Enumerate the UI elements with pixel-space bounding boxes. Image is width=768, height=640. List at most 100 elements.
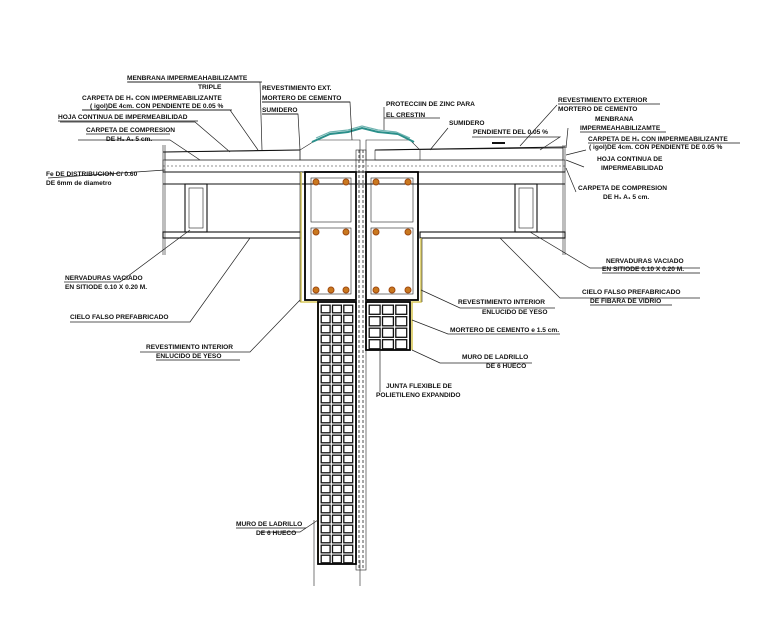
- center-joint: [355, 149, 367, 571]
- brick-hollow: [343, 454, 354, 464]
- brick-hollow: [331, 364, 343, 374]
- label-mortero-15: MORTERO DE CEMENTO e 1.5 cm.: [450, 327, 559, 334]
- brick-hollow: [320, 434, 331, 444]
- beam-right: [365, 171, 419, 301]
- brick-hollow: [320, 424, 331, 434]
- brick-hollow: [381, 339, 395, 350]
- label-muro-right-2: DE 6 HUECO: [486, 363, 526, 370]
- brick-hollow: [331, 484, 343, 494]
- false-ceiling: [162, 231, 566, 239]
- brick-hollow: [331, 414, 343, 424]
- label-hoja-right-2: IMPERMEABILIDAD: [601, 165, 664, 172]
- brick-hollow: [320, 484, 331, 494]
- brick-hollow: [343, 554, 354, 564]
- brick-hollow: [320, 494, 331, 504]
- label-nervaduras-right-2: EN SITIODE 0.10 X 0.20 M.: [602, 266, 684, 273]
- label-junta-2: POLIETILENO EXPANDIDO: [376, 392, 461, 399]
- label-compresion-right-1: CARPETA DE COMPRESION: [578, 185, 667, 192]
- brick-hollow: [331, 454, 343, 464]
- brick-hollow: [395, 304, 408, 315]
- label-membrana-triple-2: TRIPLE: [198, 84, 222, 91]
- brick-hollow: [320, 414, 331, 424]
- label-carpeta-h-right-1: CARPETA DE H₁ CON IMPERMEABILIZANTE: [588, 136, 728, 143]
- label-carpeta-h-left-1: CARPETA DE H₁ CON IMPERMEABILIZANTE: [82, 95, 222, 102]
- brick-hollow: [331, 374, 343, 384]
- label-rev-ext-1: REVESTIMIENTO EXT.: [262, 85, 332, 92]
- brick-hollow: [343, 354, 354, 364]
- brick-hollow: [381, 316, 395, 327]
- annotation-labels: MENBRANA IMPERMEAHABILIZAMTE TRIPLE CARP…: [46, 75, 728, 537]
- brick-hollow: [331, 424, 343, 434]
- label-compresion-right-2: DE H₁ A₁ 5 cm.: [603, 194, 649, 201]
- brick-hollow: [343, 444, 354, 454]
- brick-hollow: [320, 364, 331, 374]
- brick-hollow: [343, 534, 354, 544]
- brick-hollow: [320, 394, 331, 404]
- brick-hollow: [343, 324, 354, 334]
- label-rev-ext-2: MORTERO DE CEMENTO: [262, 95, 341, 102]
- brick-hollow: [343, 334, 354, 344]
- brick-hollow: [343, 424, 354, 434]
- label-zinc-1: PROTECCIIN DE ZINC PARA: [386, 101, 475, 108]
- brick-wall-left: [317, 301, 357, 565]
- brick-hollow: [331, 554, 343, 564]
- joist-left: [184, 183, 208, 233]
- label-hoja-left: HOJA CONTINUA DE IMPERMEABILIDAD: [58, 114, 188, 121]
- label-membrana-right-1: MENBRANA: [595, 116, 634, 123]
- label-sumidero-right: SUMIDERO: [449, 120, 485, 127]
- brick-hollow: [331, 304, 343, 314]
- brick-hollow: [320, 354, 331, 364]
- label-zinc-2: EL CRESTIN: [386, 112, 425, 119]
- brick-hollow: [343, 524, 354, 534]
- brick-hollow: [331, 314, 343, 324]
- brick-hollow: [331, 534, 343, 544]
- brick-hollow: [331, 544, 343, 554]
- crest: [299, 125, 421, 161]
- brick-hollow: [320, 404, 331, 414]
- label-underlines: [58, 81, 740, 529]
- brick-hollow: [395, 327, 408, 338]
- brick-hollow: [331, 394, 343, 404]
- brick-hollow: [343, 474, 354, 484]
- label-muro-right-1: MURO DE LADRILLO: [462, 354, 528, 361]
- brick-hollow: [368, 316, 381, 327]
- brick-hollow: [343, 504, 354, 514]
- brick-hollow: [331, 354, 343, 364]
- brick-hollow: [320, 344, 331, 354]
- brick-hollow: [320, 334, 331, 344]
- label-fe-distribucion-1: Fe DE DISTRIBUCION C/ 0.60: [46, 171, 138, 178]
- brick-hollow: [331, 344, 343, 354]
- brick-hollow: [343, 384, 354, 394]
- label-hoja-right-1: HOJA CONTINUA DE: [597, 156, 663, 163]
- brick-hollow: [331, 524, 343, 534]
- label-cielo-right-1: CIELO FALSO PREFABRICADO: [582, 289, 681, 296]
- label-fe-distribucion-2: DE 6mm de diametro: [46, 180, 112, 187]
- brick-hollow: [343, 344, 354, 354]
- label-pendiente-right: PENDIENTE DEL 0.05 %: [473, 129, 548, 136]
- label-cielo-right-2: DE FIBARA DE VIDRIO: [590, 298, 661, 305]
- joist-right: [514, 183, 538, 233]
- label-compresion-left-1: CARPETA DE COMPRESION: [86, 127, 175, 134]
- brick-hollow: [320, 474, 331, 484]
- brick-hollow: [331, 444, 343, 454]
- brick-hollow: [368, 339, 381, 350]
- brick-hollow: [381, 327, 395, 338]
- brick-hollow: [320, 304, 331, 314]
- label-carpeta-h-left-2: ( igol)DE 4cm. CON PENDIENTE DE 0.05 %: [90, 103, 224, 110]
- brick-wall-right: [365, 301, 411, 351]
- brick-hollow: [331, 324, 343, 334]
- brick-hollow: [320, 314, 331, 324]
- label-membrana-triple-1: MENBRANA IMPERMEAHABILIZAMTE: [127, 75, 248, 82]
- roof-slab: [162, 145, 566, 255]
- brick-hollow: [320, 544, 331, 554]
- label-rev-ext-right-2: MORTERO DE CEMENTO: [558, 106, 637, 113]
- brick-hollow: [320, 514, 331, 524]
- brick-hollow: [343, 364, 354, 374]
- brick-hollow: [343, 304, 354, 314]
- brick-hollow: [320, 444, 331, 454]
- label-cielo-left: CIELO FALSO PREFABRICADO: [70, 314, 169, 321]
- label-carpeta-h-right-2: ( igol)DE 4cm. CON PENDIENTE DE 0.05 %: [589, 144, 723, 151]
- label-rev-ext-right-1: REVESTIMIENTO EXTERIOR: [558, 97, 648, 104]
- beam-left: [304, 171, 357, 301]
- rebars: [312, 178, 412, 294]
